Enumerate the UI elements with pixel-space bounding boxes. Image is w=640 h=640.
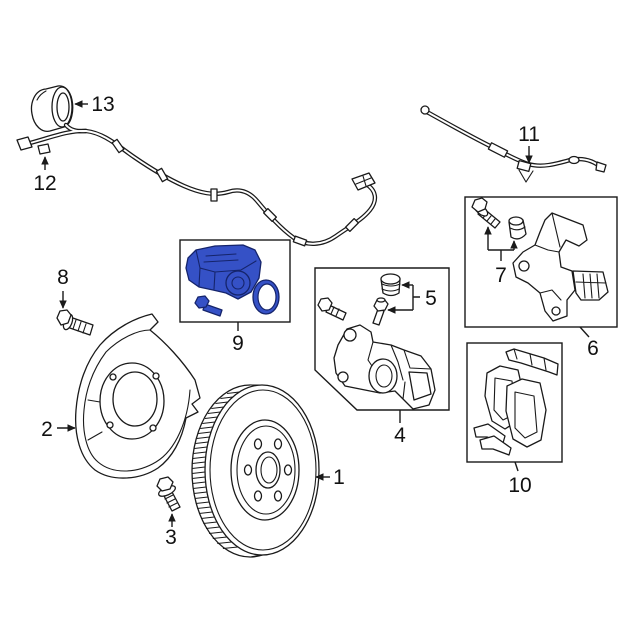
pad-clip-lower	[473, 423, 512, 456]
actuator-bolt	[194, 295, 223, 317]
lug-hole	[273, 438, 283, 450]
leader-5-bracket	[412, 285, 420, 310]
group-box-4	[314, 267, 450, 411]
rotor-vane	[217, 541, 232, 544]
rotor-vane	[192, 461, 206, 464]
callout-13: 13	[91, 93, 114, 116]
parking-brake-cable	[420, 105, 607, 183]
callout-12: 12	[33, 172, 56, 195]
seal-ring	[30, 85, 74, 132]
callout-5: 5	[425, 287, 437, 310]
rotor-vane	[193, 451, 207, 454]
rotor-vane	[202, 421, 216, 424]
bolt-3	[156, 476, 181, 512]
rotor-vane	[192, 466, 206, 469]
group-box-6	[464, 196, 618, 328]
harness-bracket	[37, 143, 51, 155]
lug-hole	[273, 490, 283, 502]
cable-eyelet	[420, 105, 430, 115]
callout-2: 2	[41, 418, 53, 441]
rotor-vane	[207, 411, 221, 414]
callout-3: 3	[165, 526, 177, 549]
sensor-harness	[16, 122, 378, 247]
lug-hole	[253, 490, 263, 502]
rotor-vane	[195, 441, 209, 444]
caliper-bracket	[512, 212, 588, 322]
cable-sleeve	[487, 142, 509, 158]
harness-clip	[344, 217, 360, 233]
abutment-clip	[572, 270, 609, 301]
rotor-vane	[198, 511, 213, 514]
rotor-vane	[196, 436, 210, 439]
callout-10: 10	[508, 474, 531, 497]
rotor-vane	[194, 496, 209, 499]
rotor-vane	[192, 456, 206, 459]
lug-hole	[283, 464, 293, 476]
bolt-8	[56, 309, 94, 336]
guide-pin-boot	[508, 216, 527, 240]
lug-hole	[253, 438, 263, 450]
brake-rotor	[191, 384, 320, 558]
rotor-vane	[191, 471, 206, 474]
callout-7: 7	[495, 264, 507, 287]
rotor-vane	[204, 416, 218, 419]
leader-10	[514, 461, 519, 472]
callout-11: 11	[518, 123, 540, 146]
pad-clip-upper	[505, 348, 559, 376]
caliper-bolt	[317, 297, 347, 321]
rotor-vane	[194, 446, 208, 449]
rotor-vane	[220, 396, 233, 399]
rotor-vane	[200, 516, 215, 519]
harness-clip	[155, 167, 169, 183]
rotor-vane	[192, 476, 206, 479]
rotor-vane	[212, 536, 227, 539]
bleeder-screw	[372, 297, 389, 326]
rotor-vane	[227, 391, 240, 394]
cable-end	[595, 161, 607, 173]
rotor-vane	[209, 531, 224, 534]
rotor-vane	[193, 491, 207, 494]
parking-brake-actuator	[185, 244, 262, 300]
rotor-vane	[222, 546, 238, 549]
brake-caliper	[333, 324, 436, 410]
group-box-10	[466, 342, 563, 463]
rotor-vane	[211, 406, 224, 409]
rotor-vane	[197, 506, 211, 509]
dust-shield	[74, 313, 201, 479]
group-box-9	[179, 239, 291, 323]
bleeder-cap	[380, 273, 401, 297]
callout-9: 9	[232, 332, 244, 355]
rotor-vane	[205, 526, 220, 529]
rotor-vane	[192, 481, 206, 484]
rotor-vane	[195, 501, 210, 504]
lug-hole	[243, 464, 253, 476]
harness-clip	[292, 235, 308, 247]
harness-clip	[111, 138, 125, 154]
callout-4: 4	[394, 424, 406, 447]
rotor-vane	[200, 426, 213, 429]
rotor-vane	[198, 431, 212, 434]
leader-7-bracket	[488, 249, 514, 261]
rotor-center-bore	[255, 451, 281, 489]
brake-pad-outer	[505, 378, 547, 448]
harness-connector-left	[16, 136, 33, 151]
leader-6	[579, 326, 590, 338]
callout-1: 1	[333, 466, 345, 489]
rotor-vane	[192, 486, 207, 489]
rotor-vane	[215, 401, 228, 404]
guide-pin-bolt	[471, 197, 501, 229]
rotor-vanes	[191, 391, 240, 549]
actuator-seal	[252, 279, 280, 315]
rotor-vane	[203, 521, 217, 524]
harness-clip	[210, 188, 218, 202]
harness-clip	[262, 207, 278, 223]
callout-8: 8	[57, 266, 69, 289]
callout-6: 6	[587, 337, 599, 360]
